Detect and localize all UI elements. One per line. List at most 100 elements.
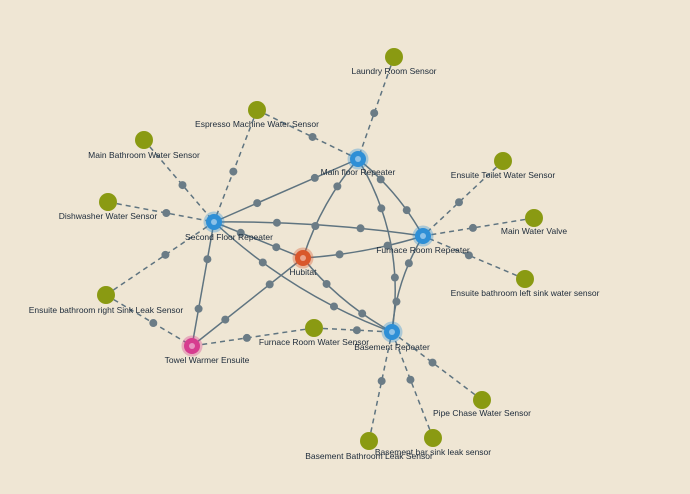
- node-label-pipe-chase: Pipe Chase Water Sensor: [433, 408, 531, 418]
- edge-midpoint-dot: [178, 181, 187, 190]
- sensor-node-pipe-chase[interactable]: [473, 391, 491, 409]
- edge-midpoint-dot: [308, 132, 317, 141]
- edge-midpoint-dot: [229, 167, 238, 176]
- outlet-node-icon-center: [189, 343, 195, 349]
- edge-second_floor-to-hubitat: [213, 221, 304, 259]
- repeater-node-icon-center: [211, 219, 217, 225]
- sensor-node-main-bath[interactable]: [135, 131, 153, 149]
- sensor-node-laundry[interactable]: [385, 48, 403, 66]
- node-label-ensuite-left: Ensuite bathroom left sink water sensor: [451, 288, 600, 298]
- node-label-ensuite-right: Ensuite bathroom right Sink Leak Sensor: [29, 305, 184, 315]
- edge-midpoint-dot: [310, 173, 319, 182]
- hub-node-hubitat[interactable]: [292, 247, 314, 269]
- outlet-node-icon: [184, 338, 200, 354]
- edge-midpoint-dot: [194, 304, 203, 313]
- node-label-laundry: Laundry Room Sensor: [351, 66, 436, 76]
- node-label-main-bath: Main Bathroom Water Sensor: [88, 150, 200, 160]
- node-label-basement: Basement Repeater: [354, 342, 430, 352]
- edge-midpoint-dot: [322, 279, 331, 288]
- sensor-node-main-valve[interactable]: [525, 209, 543, 227]
- edge-midpoint-dot: [242, 333, 251, 342]
- edge-midpoint-dot: [455, 198, 463, 207]
- edge-midpoint-dot: [221, 315, 230, 324]
- edge-midpoint-dot: [265, 280, 274, 289]
- sensor-node-furnace-water[interactable]: [305, 319, 323, 337]
- edge-second_floor-to-towel_warmer: [191, 221, 215, 347]
- repeater-node-basement[interactable]: [381, 321, 403, 343]
- edge-midpoint-dot: [162, 209, 171, 217]
- edge-midpoint-dot: [376, 175, 385, 184]
- edge-midpoint-dot: [329, 302, 338, 311]
- edge-midpoint-dot: [390, 273, 399, 282]
- edge-midpoint-dot: [258, 258, 267, 267]
- node-label-towel-warmer: Towel Warmer Ensuite: [165, 355, 250, 365]
- node-label-basement-bar: Basement bar sink leak sensor: [375, 447, 491, 457]
- sensor-node-ensuite-toilet[interactable]: [494, 152, 512, 170]
- edge-second_floor-to-basement: [213, 221, 393, 333]
- edge-midpoint-dot: [149, 319, 158, 328]
- sensor-node-espresso[interactable]: [248, 101, 266, 119]
- edge-midpoint-dot: [464, 251, 473, 260]
- edge-midpoint-dot: [161, 250, 170, 259]
- node-label-main-floor: Main floor Repeater: [321, 167, 396, 177]
- hub-node-icon-center: [300, 255, 306, 261]
- edge-midpoint-dot: [358, 309, 367, 318]
- node-label-furnace-water: Furnace Room Water Sensor: [259, 337, 369, 347]
- sensor-node-icon: [248, 101, 266, 119]
- edge-midpoint-dot: [383, 241, 392, 250]
- edge-midpoints-layer: [149, 109, 477, 386]
- sensor-node-ensuite-left[interactable]: [516, 270, 534, 288]
- edge-midpoint-dot: [272, 218, 281, 227]
- repeater-node-icon: [206, 214, 222, 230]
- sensor-node-icon: [494, 152, 512, 170]
- sensor-node-icon: [97, 286, 115, 304]
- edge-espresso-to-main_floor: [256, 109, 359, 160]
- edge-midpoint-dot: [311, 221, 320, 230]
- node-label-espresso: Espresso Machine Water Sensor: [195, 119, 319, 129]
- outlet-node-towel-warmer[interactable]: [181, 335, 203, 357]
- sensor-node-icon: [516, 270, 534, 288]
- repeater-node-icon-center: [389, 329, 395, 335]
- repeater-node-furnace-room[interactable]: [412, 225, 434, 247]
- edge-midpoint-dot: [406, 375, 415, 384]
- repeater-node-icon-center: [355, 156, 361, 162]
- edge-pipe_chase-to-basement: [391, 331, 483, 401]
- edge-furnace_water-to-towel_warmer: [191, 327, 315, 347]
- node-label-main-valve: Main Water Valve: [501, 226, 567, 236]
- edge-midpoint-dot: [335, 250, 344, 259]
- edge-hubitat-to-towel_warmer: [191, 257, 304, 347]
- edge-basement_bar-to-basement: [391, 331, 434, 439]
- sensor-node-icon: [99, 193, 117, 211]
- repeater-node-main-floor[interactable]: [347, 148, 369, 170]
- edge-midpoint-dot: [392, 297, 401, 306]
- node-label-ensuite-toilet: Ensuite Toilet Water Sensor: [451, 170, 556, 180]
- edge-midpoint-dot: [404, 259, 413, 268]
- sensor-node-basement-bar[interactable]: [424, 429, 442, 447]
- repeater-node-icon: [350, 151, 366, 167]
- sensor-node-dishwasher[interactable]: [99, 193, 117, 211]
- repeater-node-second-floor[interactable]: [203, 211, 225, 233]
- repeater-node-icon-center: [420, 233, 426, 239]
- edge-midpoint-dot: [377, 204, 386, 213]
- edge-midpoint-dot: [236, 228, 245, 237]
- edge-midpoint-dot: [272, 243, 281, 252]
- edge-ensuite_left-to-furnace_room: [422, 235, 526, 280]
- edge-ensuite_right-to-second_floor: [105, 221, 215, 296]
- sensor-node-icon: [360, 432, 378, 450]
- edges-layer: [105, 56, 535, 442]
- nodes-layer: [97, 48, 543, 450]
- edge-hubitat-to-furnace_room: [302, 235, 424, 259]
- edge-main_floor-to-hubitat: [302, 158, 359, 259]
- sensor-node-icon: [424, 429, 442, 447]
- sensor-node-ensuite-right[interactable]: [97, 286, 115, 304]
- edge-midpoint-dot: [402, 206, 411, 215]
- edge-midpoint-dot: [370, 109, 379, 118]
- node-label-hubitat: Hubitat: [290, 267, 318, 277]
- edge-basement_bath-to-basement: [368, 331, 393, 442]
- edge-midpoint-dot: [333, 182, 342, 191]
- edge-ensuite_right-to-towel_warmer: [105, 294, 193, 347]
- hub-node-icon: [295, 250, 311, 266]
- sensor-node-basement-bath[interactable]: [360, 432, 378, 450]
- sensor-node-icon: [305, 319, 323, 337]
- edge-dishwasher-to-second_floor: [107, 201, 215, 223]
